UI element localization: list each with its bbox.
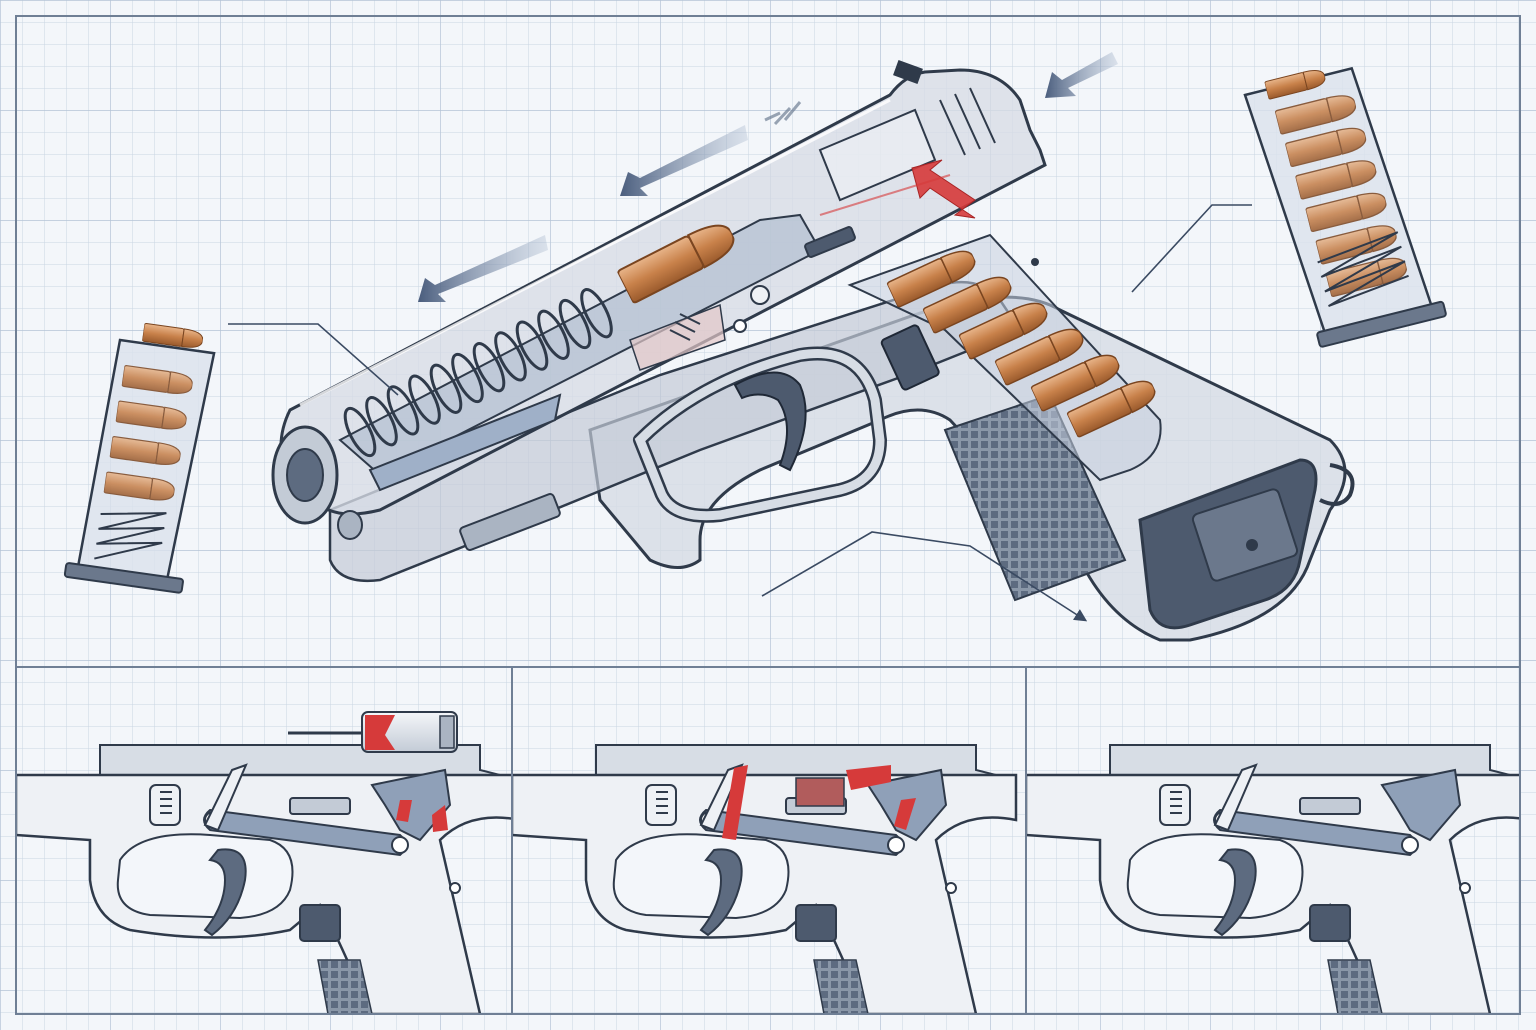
disconnector (203, 763, 248, 832)
trigger (1213, 848, 1257, 937)
guide-rod-tip (337, 510, 363, 540)
sequence-panels (15, 666, 1521, 1015)
disconnector-red (722, 765, 748, 840)
trigger-guard-opening (612, 833, 790, 920)
spring-coil (365, 396, 398, 447)
magazine-left (63, 322, 216, 594)
magazine-release (1309, 904, 1351, 942)
spring-coil (558, 298, 592, 350)
grip-texture (943, 393, 1127, 602)
bore (286, 448, 324, 502)
spring-coil (494, 331, 527, 382)
trigger (699, 848, 743, 937)
frame-pin (733, 319, 747, 333)
striker-assembly (1380, 768, 1462, 842)
rear-sight (893, 60, 923, 84)
magazine-spring (1317, 231, 1409, 307)
recoil-spring-icon (343, 288, 613, 458)
lanyard-loop (1319, 463, 1355, 506)
spring-coil (537, 309, 570, 360)
slide-serrations (939, 87, 996, 156)
trigger-bar (629, 303, 726, 371)
disconnector (1213, 763, 1258, 832)
panel-border (1025, 666, 1521, 1015)
slide-stop-lever (804, 226, 856, 258)
rear-pin (1031, 258, 1039, 266)
magazine-right (1243, 66, 1447, 348)
ejection-port (818, 108, 937, 202)
trigger (733, 371, 807, 472)
spring-coil (343, 406, 377, 458)
baseplate-pin (1246, 539, 1258, 551)
leader-lines (228, 204, 1252, 622)
accessory-rail-slot (459, 493, 561, 551)
spring-coil (580, 288, 613, 339)
magazine-release (880, 324, 940, 391)
spring-coil (386, 385, 420, 436)
trigger (203, 848, 247, 937)
magazine-spring (94, 512, 167, 560)
panel-step-1 (15, 666, 513, 1015)
spring-coil (408, 374, 441, 425)
main-pistol-cutaway (271, 60, 1355, 642)
trigger-spring (669, 313, 701, 341)
arrow-up-red-icon (911, 159, 976, 219)
baseplate-panel (1191, 488, 1299, 582)
spring-coil (451, 352, 484, 404)
locking-block-pin (750, 285, 770, 305)
magazine-release (795, 904, 837, 942)
spring-coil (472, 342, 506, 393)
magazine-release (299, 904, 341, 942)
trigger-guard-opening (1126, 833, 1304, 920)
spring-coil (429, 363, 463, 414)
panel-step-2 (511, 666, 1027, 1015)
spring-coil (515, 320, 549, 371)
trigger-guard-opening (116, 833, 294, 920)
guide-rod (368, 393, 562, 492)
panel-step-3 (1025, 666, 1521, 1015)
arrow-left-icon (418, 52, 1118, 302)
